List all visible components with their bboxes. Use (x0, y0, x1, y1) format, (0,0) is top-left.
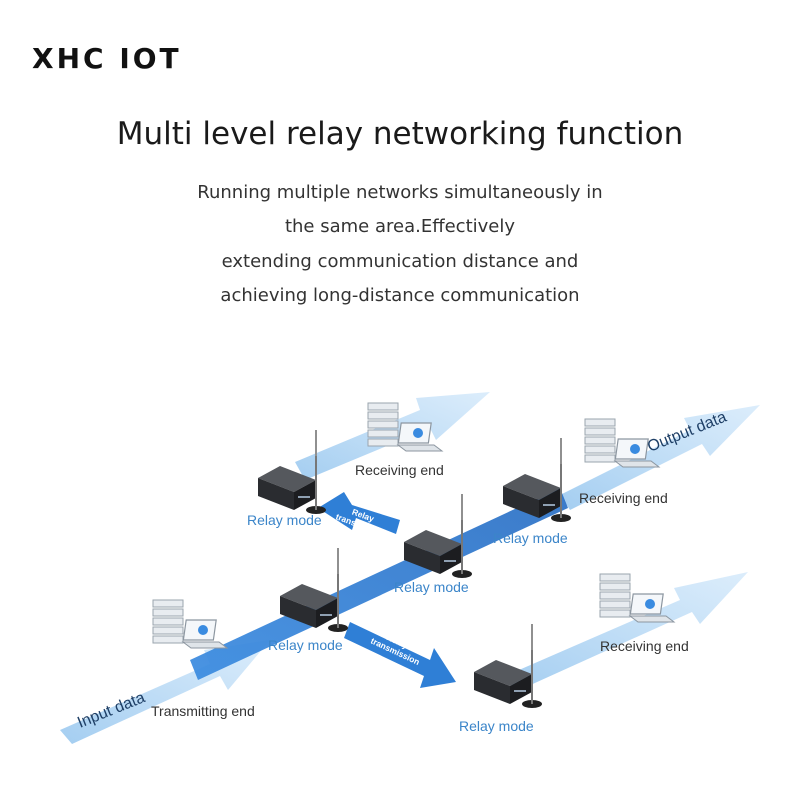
relay-device-icon-3 (502, 437, 572, 523)
relay-transmission-arrow-upper (318, 492, 400, 534)
relay-mode-label-5: Relay mode (459, 718, 534, 734)
receiving-end-label-2: Receiving end (579, 490, 668, 506)
relay-mode-label-2: Relay mode (493, 530, 568, 546)
main-flow-band (190, 488, 568, 680)
transmitting-end-label: Transmitting end (151, 703, 255, 719)
description-line-4: achieving long-distance communication (220, 285, 580, 306)
description-line-3: extending communication distance and (221, 251, 579, 272)
description-line-2: the same area.Effectively (284, 216, 516, 237)
page-title: Multi level relay networking function (116, 116, 684, 152)
output-arrow-top-right (560, 405, 760, 510)
relay-device-icon-5 (473, 623, 543, 709)
relay-mode-label-3: Relay mode (394, 579, 469, 595)
relay-transmission-arrow-lower (344, 622, 456, 688)
brand-logo: XHC IOT (32, 42, 182, 75)
output-arrow-bottom-right (505, 572, 748, 692)
relay-mode-label-1: Relay mode (247, 512, 322, 528)
transmitting-server-icon (152, 599, 228, 649)
relay-device-icon-1 (257, 429, 327, 515)
relay-mode-label-4: Relay mode (268, 637, 343, 653)
receiving-end-label-3: Receiving end (600, 638, 689, 654)
description-line-1: Running multiple networks simultaneously… (197, 182, 603, 203)
receiving-end-label-1: Receiving end (355, 462, 444, 478)
